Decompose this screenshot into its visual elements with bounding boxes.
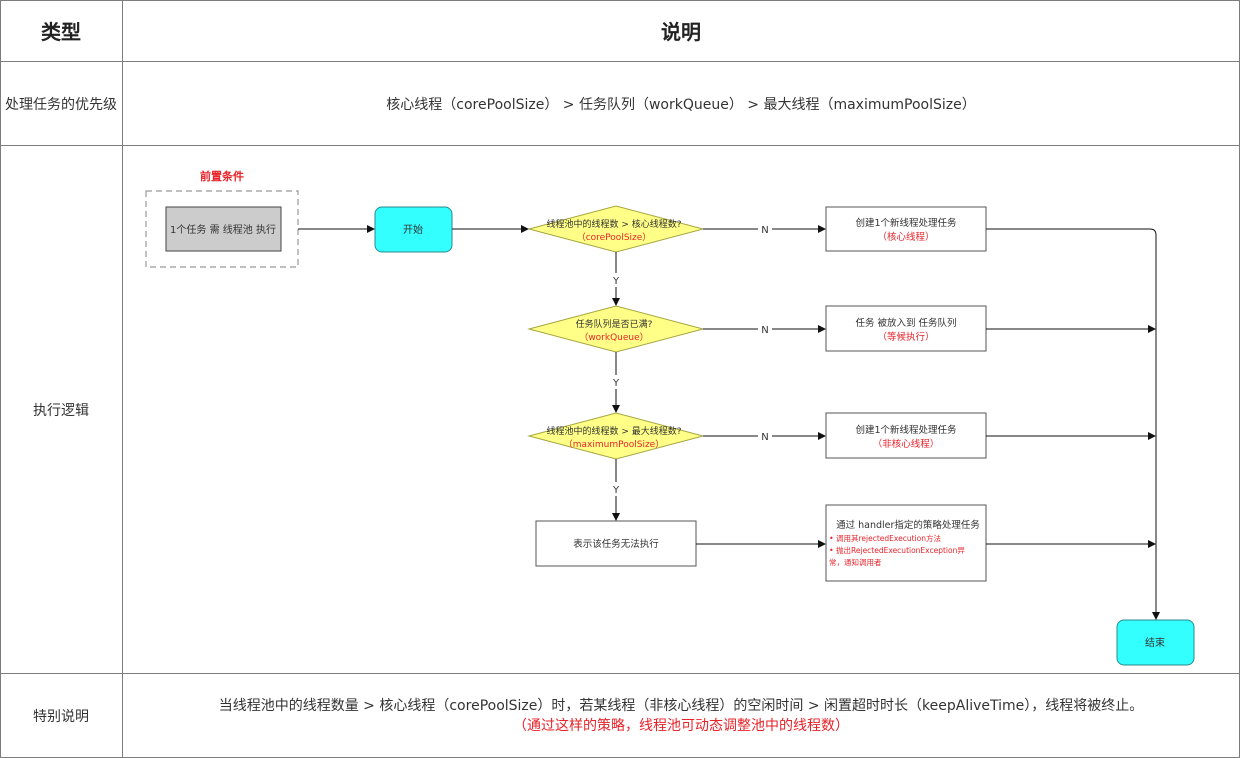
action-create-noncore-thread-text: 创建1个新线程处理任务 — [855, 424, 957, 436]
label-n-2: N — [761, 325, 768, 336]
reject-box — [535, 520, 697, 567]
action-enqueue-task — [825, 305, 987, 352]
label-bg-y1 — [609, 273, 623, 287]
note-text: 当线程池中的线程数量 > 核心线程（corePoolSize）时，若某线程（非核… — [218, 697, 1144, 714]
table-row-divider-1 — [0, 61, 1240, 62]
row-desc-priority: 核心线程（corePoolSize） > 任务队列（workQueue） > 最… — [386, 96, 976, 113]
decision-max-threads-text: 线程池中的线程数 > 最大线程数? — [546, 425, 681, 437]
end-label: 结束 — [1145, 636, 1165, 649]
precondition-label: 前置条件 — [200, 169, 244, 183]
label-y-3: Y — [612, 485, 620, 496]
task-box-label: 1个任务 需 线程池 执行 — [170, 223, 276, 236]
arrow-action1-to-end — [986, 228, 1160, 620]
action-create-noncore-thread-subtext: （非核心线程） — [873, 438, 940, 450]
handler-title: 通过 handler指定的策略处理任务 — [836, 519, 980, 531]
handler-box — [825, 504, 987, 582]
table-row-divider-2 — [0, 145, 1240, 146]
handler-bullet-dot-1: • — [829, 534, 834, 543]
decision-queue-full-text: 任务队列是否已满? — [576, 318, 653, 330]
action-enqueue-task-text: 任务 被放入到 任务队列 — [855, 317, 956, 329]
handler-bullet-2b: 常，通知调用者 — [829, 557, 882, 567]
label-y-1: Y — [612, 276, 620, 287]
label-bg-n3 — [758, 429, 772, 443]
action-create-core-thread-subtext: （核心线程） — [877, 231, 934, 243]
handler-bullet-1: 调用其rejectedExecution方法 — [836, 533, 941, 543]
table-border-top — [0, 0, 1240, 1]
row-label-priority: 处理任务的优先级 — [5, 96, 117, 113]
action-create-core-thread-text: 创建1个新线程处理任务 — [855, 217, 957, 229]
row-label-logic: 执行逻辑 — [33, 402, 89, 419]
table-row-divider-3 — [0, 673, 1240, 674]
label-bg-n1 — [758, 222, 772, 236]
label-bg-y2 — [609, 375, 623, 389]
decision-queue-full-subtext: （workQueue） — [579, 332, 648, 343]
decision-max-threads-subtext: （maximumPoolSize） — [564, 439, 664, 450]
reject-box-label: 表示该任务无法执行 — [573, 538, 659, 550]
task-box — [165, 206, 282, 252]
label-bg-n2 — [758, 322, 772, 336]
end-node — [1116, 619, 1195, 666]
note-subtext: （通过这样的策略，线程池可动态调整池中的线程数） — [513, 717, 849, 734]
start-label: 开始 — [403, 223, 423, 236]
label-y-2: Y — [612, 378, 620, 389]
decision-core-threads-text: 线程池中的线程数 > 核心线程数? — [546, 218, 681, 230]
table-column-divider — [122, 0, 123, 758]
label-bg-y3 — [609, 482, 623, 496]
row-label-note: 特别说明 — [33, 708, 89, 725]
label-n-1: N — [761, 225, 768, 236]
decision-core-threads-subtext: （corePoolSize） — [577, 232, 652, 243]
header-type: 类型 — [41, 20, 81, 44]
header-description: 说明 — [661, 20, 701, 44]
action-create-noncore-thread — [825, 412, 987, 459]
label-n-3: N — [761, 432, 768, 443]
action-create-core-thread — [825, 206, 987, 252]
handler-bullet-2a: 抛出RejectedExecutionException异 — [836, 545, 965, 555]
row-desc-note: 当线程池中的线程数量 > 核心线程（corePoolSize）时，若某线程（非核… — [123, 674, 1239, 757]
action-enqueue-task-subtext: （等候执行） — [877, 331, 934, 343]
table-border-left — [0, 0, 1, 758]
handler-bullet-dot-2: • — [829, 546, 834, 555]
